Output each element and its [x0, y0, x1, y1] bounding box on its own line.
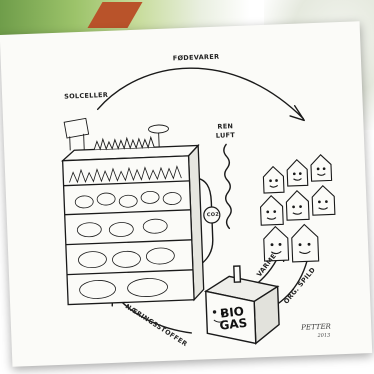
- house: [287, 159, 308, 186]
- roof-garden: [64, 115, 169, 150]
- biogas-label-line2: GAS: [219, 317, 248, 332]
- house: [291, 224, 318, 262]
- biogas-label: BIO GAS: [218, 305, 248, 332]
- artist-signature: PETTER: [301, 323, 331, 332]
- house: [263, 166, 284, 193]
- diagram-card: SOLCELLER FØDEVARER REN LUFT CO2 BIO GAS…: [0, 21, 372, 367]
- cycle-diagram: [0, 21, 372, 367]
- background-orange-stripe: [87, 2, 142, 28]
- houses-group: [259, 154, 337, 263]
- clean-air-label-2: LUFT: [216, 131, 236, 140]
- solar-cells-label: SOLCELLER: [64, 91, 108, 101]
- house: [286, 190, 309, 220]
- food-arrow: [96, 64, 303, 126]
- house: [312, 185, 335, 215]
- artist-signature-year: 2013: [317, 333, 330, 339]
- clean-air-label: REN: [217, 122, 233, 131]
- co2-label: CO2: [207, 212, 220, 218]
- house: [311, 154, 332, 181]
- clean-air-squiggle: [224, 144, 232, 228]
- house: [260, 195, 283, 225]
